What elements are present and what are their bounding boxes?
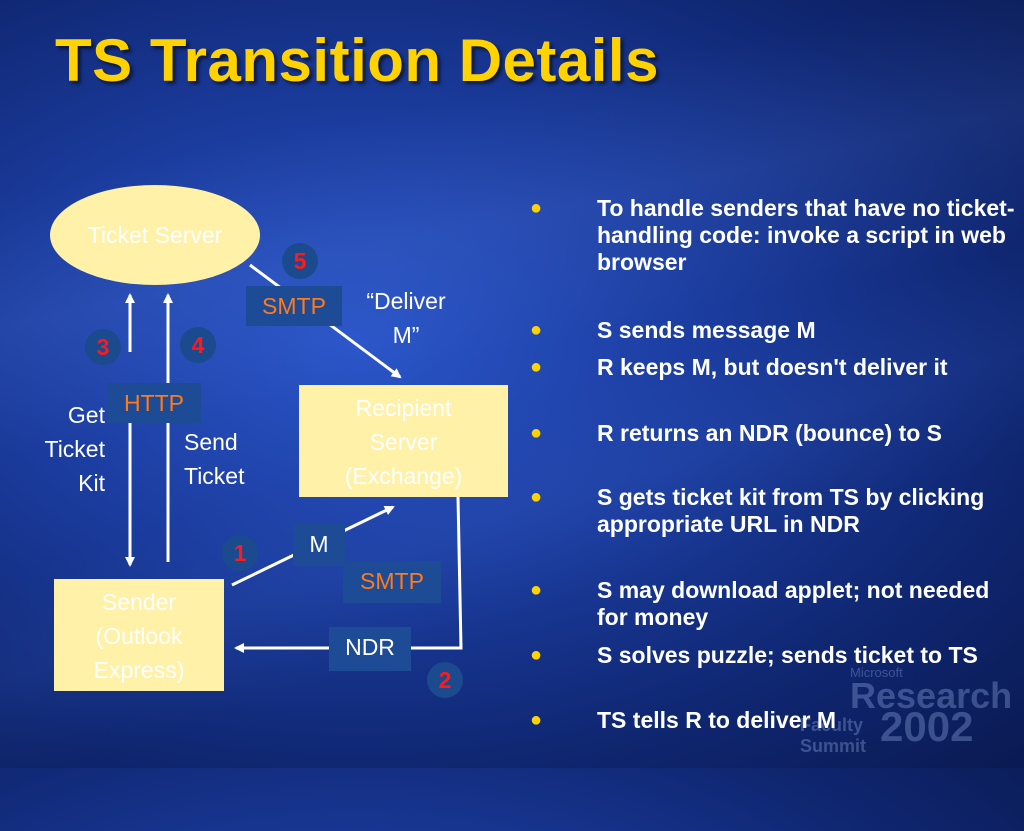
bullet-dot-icon: ● — [530, 579, 543, 601]
bullet-dot-icon: ● — [530, 197, 543, 219]
recipient-server-line-2: Server — [369, 429, 438, 455]
step-3-badge: 3 — [85, 329, 121, 365]
watermark-year: 2002 — [880, 703, 974, 750]
deliver-m-line-2: M” — [392, 322, 420, 348]
arrow-ndr-path — [234, 496, 463, 653]
bullet-text: S gets ticket kit from TS by clicking ap… — [597, 484, 985, 537]
recipient-server-node: Recipient Server (Exchange) — [299, 385, 508, 497]
sender-line-1: Sender — [101, 589, 177, 615]
bullet-text: R keeps M, but doesn't deliver it — [597, 354, 948, 380]
http-tag: HTTP — [107, 383, 201, 423]
bullet-dot-icon: ● — [530, 319, 543, 341]
bullet-text: S may download applet; not needed for mo… — [597, 577, 990, 630]
get-ticket-kit-line-2: Ticket — [44, 436, 106, 462]
send-ticket-label: Send Ticket — [184, 425, 274, 493]
smtp-tag-bottom: SMTP — [343, 561, 441, 603]
ndr-tag: NDR — [329, 627, 411, 671]
watermark-research: Research — [850, 675, 1013, 716]
sender-node: Sender (Outlook Express) — [54, 579, 224, 691]
watermark-microsoft: Microsoft — [850, 665, 903, 680]
bullet-dot-icon: ● — [530, 422, 543, 444]
bullet-text: S solves puzzle; sends ticket to TS — [597, 642, 978, 668]
bullet-text: TS tells R to deliver M — [597, 707, 836, 733]
bullet-dot-icon: ● — [530, 644, 543, 666]
deliver-m-label: “Deliver M” — [348, 284, 464, 352]
step-4-badge: 4 — [180, 327, 216, 363]
watermark-summit: Faculty Summit — [800, 715, 867, 756]
bullet-dot-icon: ● — [530, 709, 543, 731]
step-2-badge: 2 — [427, 662, 463, 698]
bullet-dot-icon: ● — [530, 486, 543, 508]
bullet-text: To handle senders that have no ticket-ha… — [597, 195, 1015, 275]
send-ticket-line-1: Send — [184, 429, 238, 455]
step-1-badge: 1 — [222, 535, 258, 571]
m-tag: M — [293, 524, 345, 566]
get-ticket-kit-line-3: Kit — [78, 470, 105, 496]
bullet-text: R returns an NDR (bounce) to S — [597, 420, 943, 446]
bullet-text: S sends message M — [597, 317, 816, 343]
bullet-dot-icon: ● — [530, 356, 543, 378]
sender-line-2: (Outlook — [95, 623, 183, 649]
sender-line-3: Express) — [93, 657, 185, 683]
get-ticket-kit-label: Get Ticket Kit — [20, 398, 106, 500]
get-ticket-kit-line-1: Get — [67, 402, 105, 428]
recipient-server-line-1: Recipient — [355, 395, 452, 421]
slide-title: TS Transition Details — [55, 27, 659, 94]
ticket-server-label: Ticket Server — [87, 222, 223, 248]
ticket-server-node: Ticket Server — [50, 185, 260, 285]
recipient-server-line-3: (Exchange) — [344, 463, 463, 489]
smtp-tag-top: SMTP — [246, 286, 342, 326]
step-5-badge: 5 — [282, 243, 318, 279]
deliver-m-line-1: “Deliver — [366, 288, 446, 314]
send-ticket-line-2: Ticket — [184, 463, 245, 489]
